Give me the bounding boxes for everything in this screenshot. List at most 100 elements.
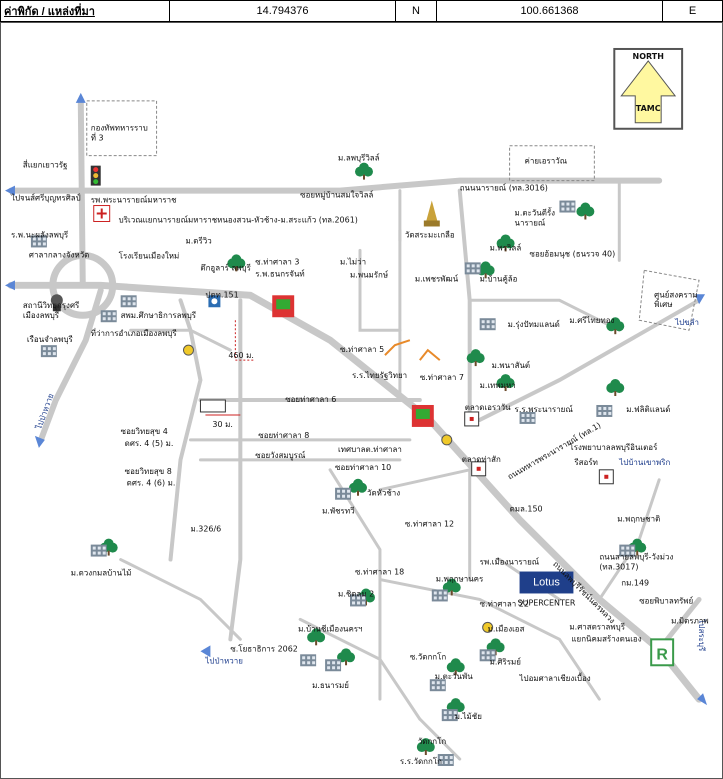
wat-kk-label: ซ.วัดกกโก [410,651,447,661]
m-bansamt-label: ม.บ้านชีเมืองนครฯ [298,624,362,633]
radio-label: สถานีวิทยุกรุงศรีเมืองลพบุรี [23,301,80,320]
m-tnm-label: ม.ธนารมย์ [312,680,349,690]
m-bankrtap-label: ม.บ้านคู้ล้อ [480,274,518,284]
rupbb-label: ม.รุ่งปัทมแลนด์ [508,319,560,329]
land-office-label: ที่ว่าการอำเภอเมืองลพบุรี [91,327,178,338]
hospital-r-marker: R [650,638,675,667]
mubaan-north-label: ม.ลพบุรีวิลล์ [338,153,380,163]
plaza-label: ม.พนมรักษ์ [350,269,388,279]
hospital-king-label: รพ.พระนารายณ์มหาราช [91,195,177,205]
m-bk-label: ม.พนาสันต์ [492,360,530,370]
yellow-markers [182,344,494,633]
svg-text:R: R [656,646,668,663]
km149-label: กม.149 [621,578,649,587]
direction-arrows [4,92,708,706]
tp18-label: ซ.ท่าศาลา 18 [355,568,404,577]
camp-zone [86,100,158,157]
to-sriboon-label: ไปจนส์ศรีบุญทรศิลป์ [10,193,81,203]
tp-nara-label: ร.ร.พระนารายณ์ [515,404,574,414]
tp22-label: ซ.ท่าศาลา 22 [480,599,529,608]
lotus-sub-label: SUPERCENTER [518,598,576,607]
canal-line [384,339,411,356]
m-maid-label: ม.ไม้ชัย [455,712,482,721]
north-label: NORTH [633,52,664,61]
rd326-label: ม.326/6 [190,525,221,534]
north-arrow-icon: NORTH TAMC [613,47,684,130]
m-prp-label: ม.พัชรทวี [322,507,354,516]
t-mst-label: ม.เมืองเอส [488,624,525,633]
rec-label: รีสอร์ท [574,457,598,467]
train-school-label: โรงเรียนเมืองใหม่ [119,250,180,260]
soi-sanon-label: ซอยอ้อมนุช (ธนรวจ 40) [530,249,616,258]
thai-sam-label: ม.ฟลิติแลนด์ [626,404,670,414]
tp3-label: ซ.ท่าศาลา 3 [255,257,299,266]
hospital-icon [93,205,111,222]
pol-label: เทศบาลต.ท่าศาลา [338,445,402,454]
kmt-label: 460 ม. [228,351,254,360]
gas-station-icon [208,295,221,308]
red-square-markers [464,411,614,485]
wat-kk2-label: วัดกกโก [418,736,447,746]
camp-label: กองทัพทหารราบที่ 3 [91,124,148,143]
lotus-label: Lotus [533,576,560,588]
m-sirim-label: ม.ศิริรมย์ [490,656,521,666]
mooban-kri-label: ม.ศรีไทยทอง [569,316,614,325]
soi4-label: ซอยวิทยสุข 4 [121,427,168,436]
longitude-dir: E [688,5,697,17]
intersection-line-label: บริเวณแยกนารายณ์มหาราชหนองสวน-หัวช้าง-ม.… [119,214,358,224]
to-thai-label: ไปบ้านเขาพริก [618,458,670,467]
tl3017-label: ถนนสายลพบุรี-วังม่วง(ทล.3017) [599,553,673,572]
m-paisan-label: ม.เพชรพัฒน์ [415,273,459,283]
soi8-label: ซอยวิทยสุข 8 [125,467,172,476]
rd2062-label: ซ.โยธาธิการ 2062 [230,643,298,653]
to-khaosam-label: ไปขลำ [674,318,699,327]
tp10-label: ซอยท่าศาลา 10 [335,463,391,472]
ssp-label: ซอยวังสมบูรณ์ [255,450,306,461]
hosp-mother-label: ร.พ.นะผลังลพบุรี [11,230,69,239]
dm150-label: ดมล.150 [510,505,543,514]
m-pha-label: ซอยพิบาลทรัพย์ [639,595,693,605]
m-mp-label: ม.มิตรภาพ [671,616,708,625]
distance-marker [234,320,256,361]
wat-label: วัดสระมะเกลือ [405,230,455,239]
soi-pangdong-label: ซอยหมู่บ้านสมใจวิลล์ [300,190,373,201]
tp-hos-label: ร.พ.ธนกรจันท์ [255,268,304,278]
longitude-value: 100.661368 [437,1,663,21]
map-canvas[interactable]: NORTH TAMC [1,23,722,778]
tg-label: แยกนิคมสร้างตนเอง [571,634,641,643]
center-label: ศูนย์สงครามพิเศษ [654,289,697,309]
map-frame: NORTH TAMC [0,22,723,779]
tp12-label: ซ.ท่าศาลา 12 [405,520,454,529]
soi8b-label: ดศร. 4 (6) ม. [127,479,176,488]
special-war-center-zone [638,269,700,331]
intersection-label: สี่แยกเยาวรัฐ [23,159,68,170]
coordinate-header: ค่าพิกัด / แหล่งที่มา 14.794376 N 100.66… [0,0,723,22]
to-sarapi-label: ไปสระบุรี [697,618,706,652]
rr-wat-label: ร.ร.วัดกกโก [400,756,442,766]
tp8-label: ซอยท่าศาลา 8 [258,431,309,440]
temple-icon [423,200,440,227]
gas-label: ปตท.151 [205,290,238,299]
roundabout-icon [49,251,117,319]
residence-label: เรือนจำลพบุรี [27,335,74,344]
header-label: ค่าพิกัด / แหล่งที่มา [1,1,170,21]
m-kdm-label: ม.ดวงกมลบ้านไม้ [71,569,132,578]
m30-label: 30 ม. [212,420,232,429]
canal-line-2 [419,348,441,361]
tourist-label: ตึกอูลาร์ ลพบุรี [200,262,251,273]
tl-market-label: ตลาดท่าสัก [462,455,501,464]
m-sd-label: ม.ศาสตราลพบุรี [569,622,625,631]
to-sb-label: ไปอมศาลาเชียงเบื้อง [519,672,591,683]
latitude-dir: N [396,1,437,21]
erawan-camp-zone [509,145,595,182]
m-mawan-label: ม.ไม่ว่า [340,257,366,266]
radio-tower-icon [50,294,63,312]
m-pkd-label: ม.พฤกษชาติ [617,515,660,524]
tp-tri-label: ร.ร.ไทยรัฐวิทยา [352,371,407,380]
m-baan-label: ม.พฤกษานคร [436,574,484,583]
watc-label: วัดหัวช้าง [367,489,400,498]
uthong-label: ถนนนารายณ์ (ทล.3016) [460,183,548,193]
traffic-light-icon [90,165,101,186]
m-thaimung-label: ม.ตะวันพัน [435,672,473,681]
big-c-marker [272,295,434,427]
